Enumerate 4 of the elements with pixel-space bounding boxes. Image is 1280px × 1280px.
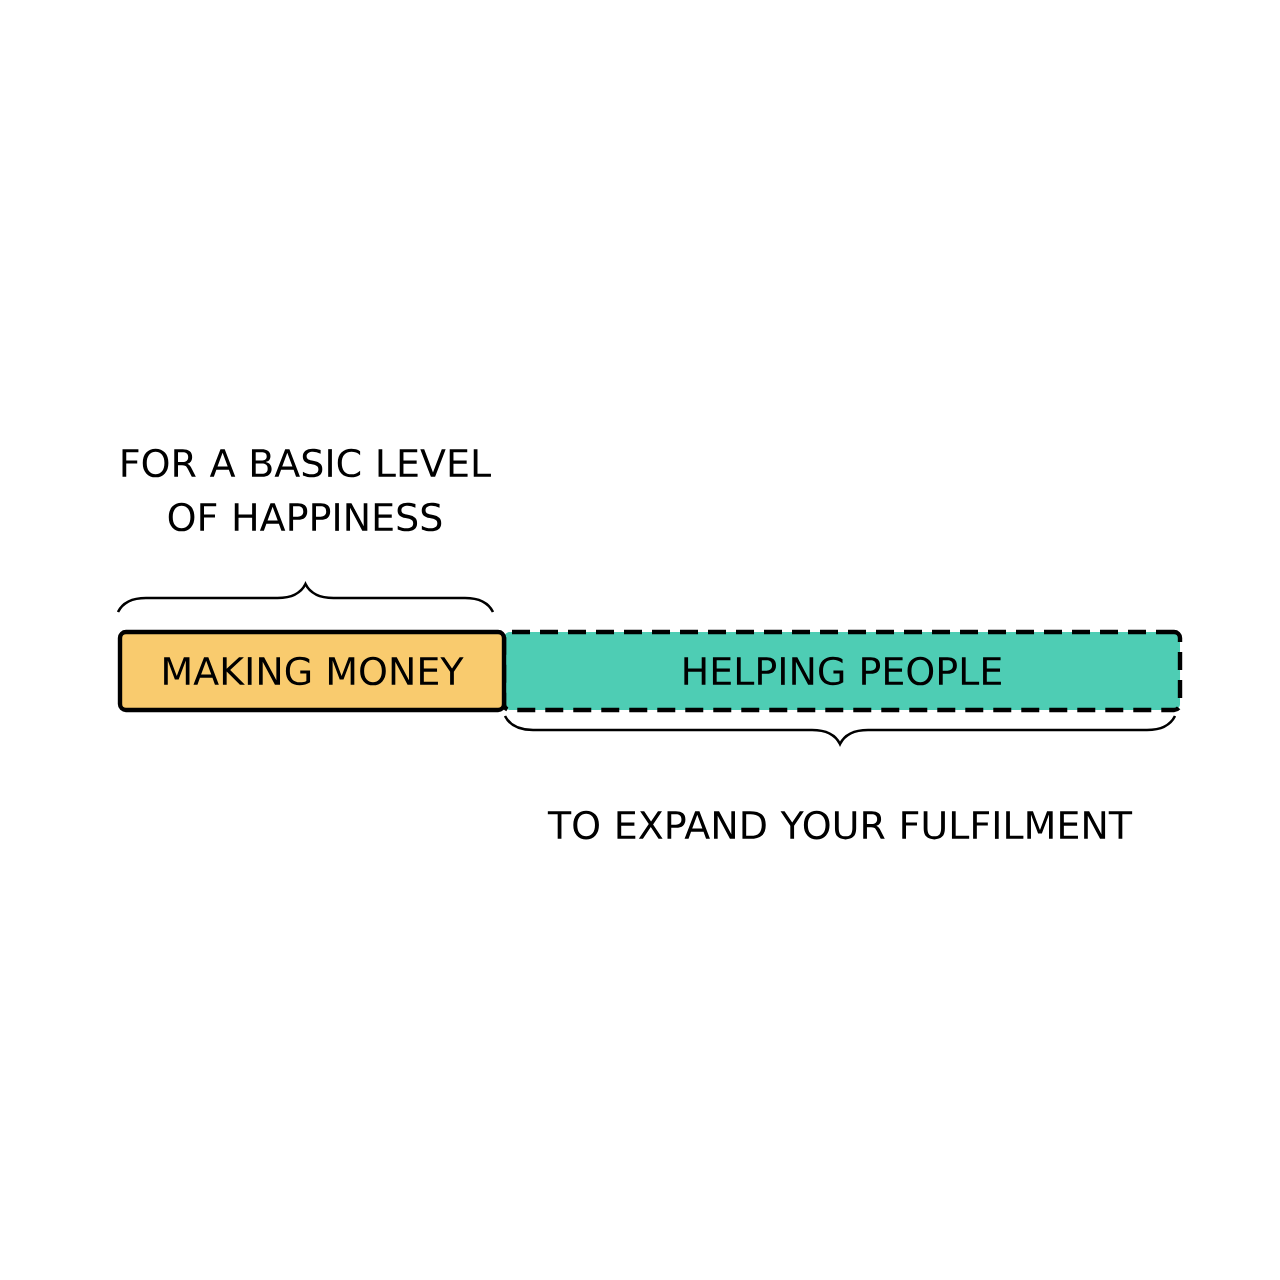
brace-label: TO EXPAND YOUR FULFILMENT: [547, 810, 1133, 840]
money-box: MAKING MONEY: [117, 629, 507, 713]
brace-label: FOR A BASIC LEVEL OF HAPPINESS: [122, 448, 491, 532]
helping-band: HELPING PEOPLE: [501, 629, 1183, 713]
